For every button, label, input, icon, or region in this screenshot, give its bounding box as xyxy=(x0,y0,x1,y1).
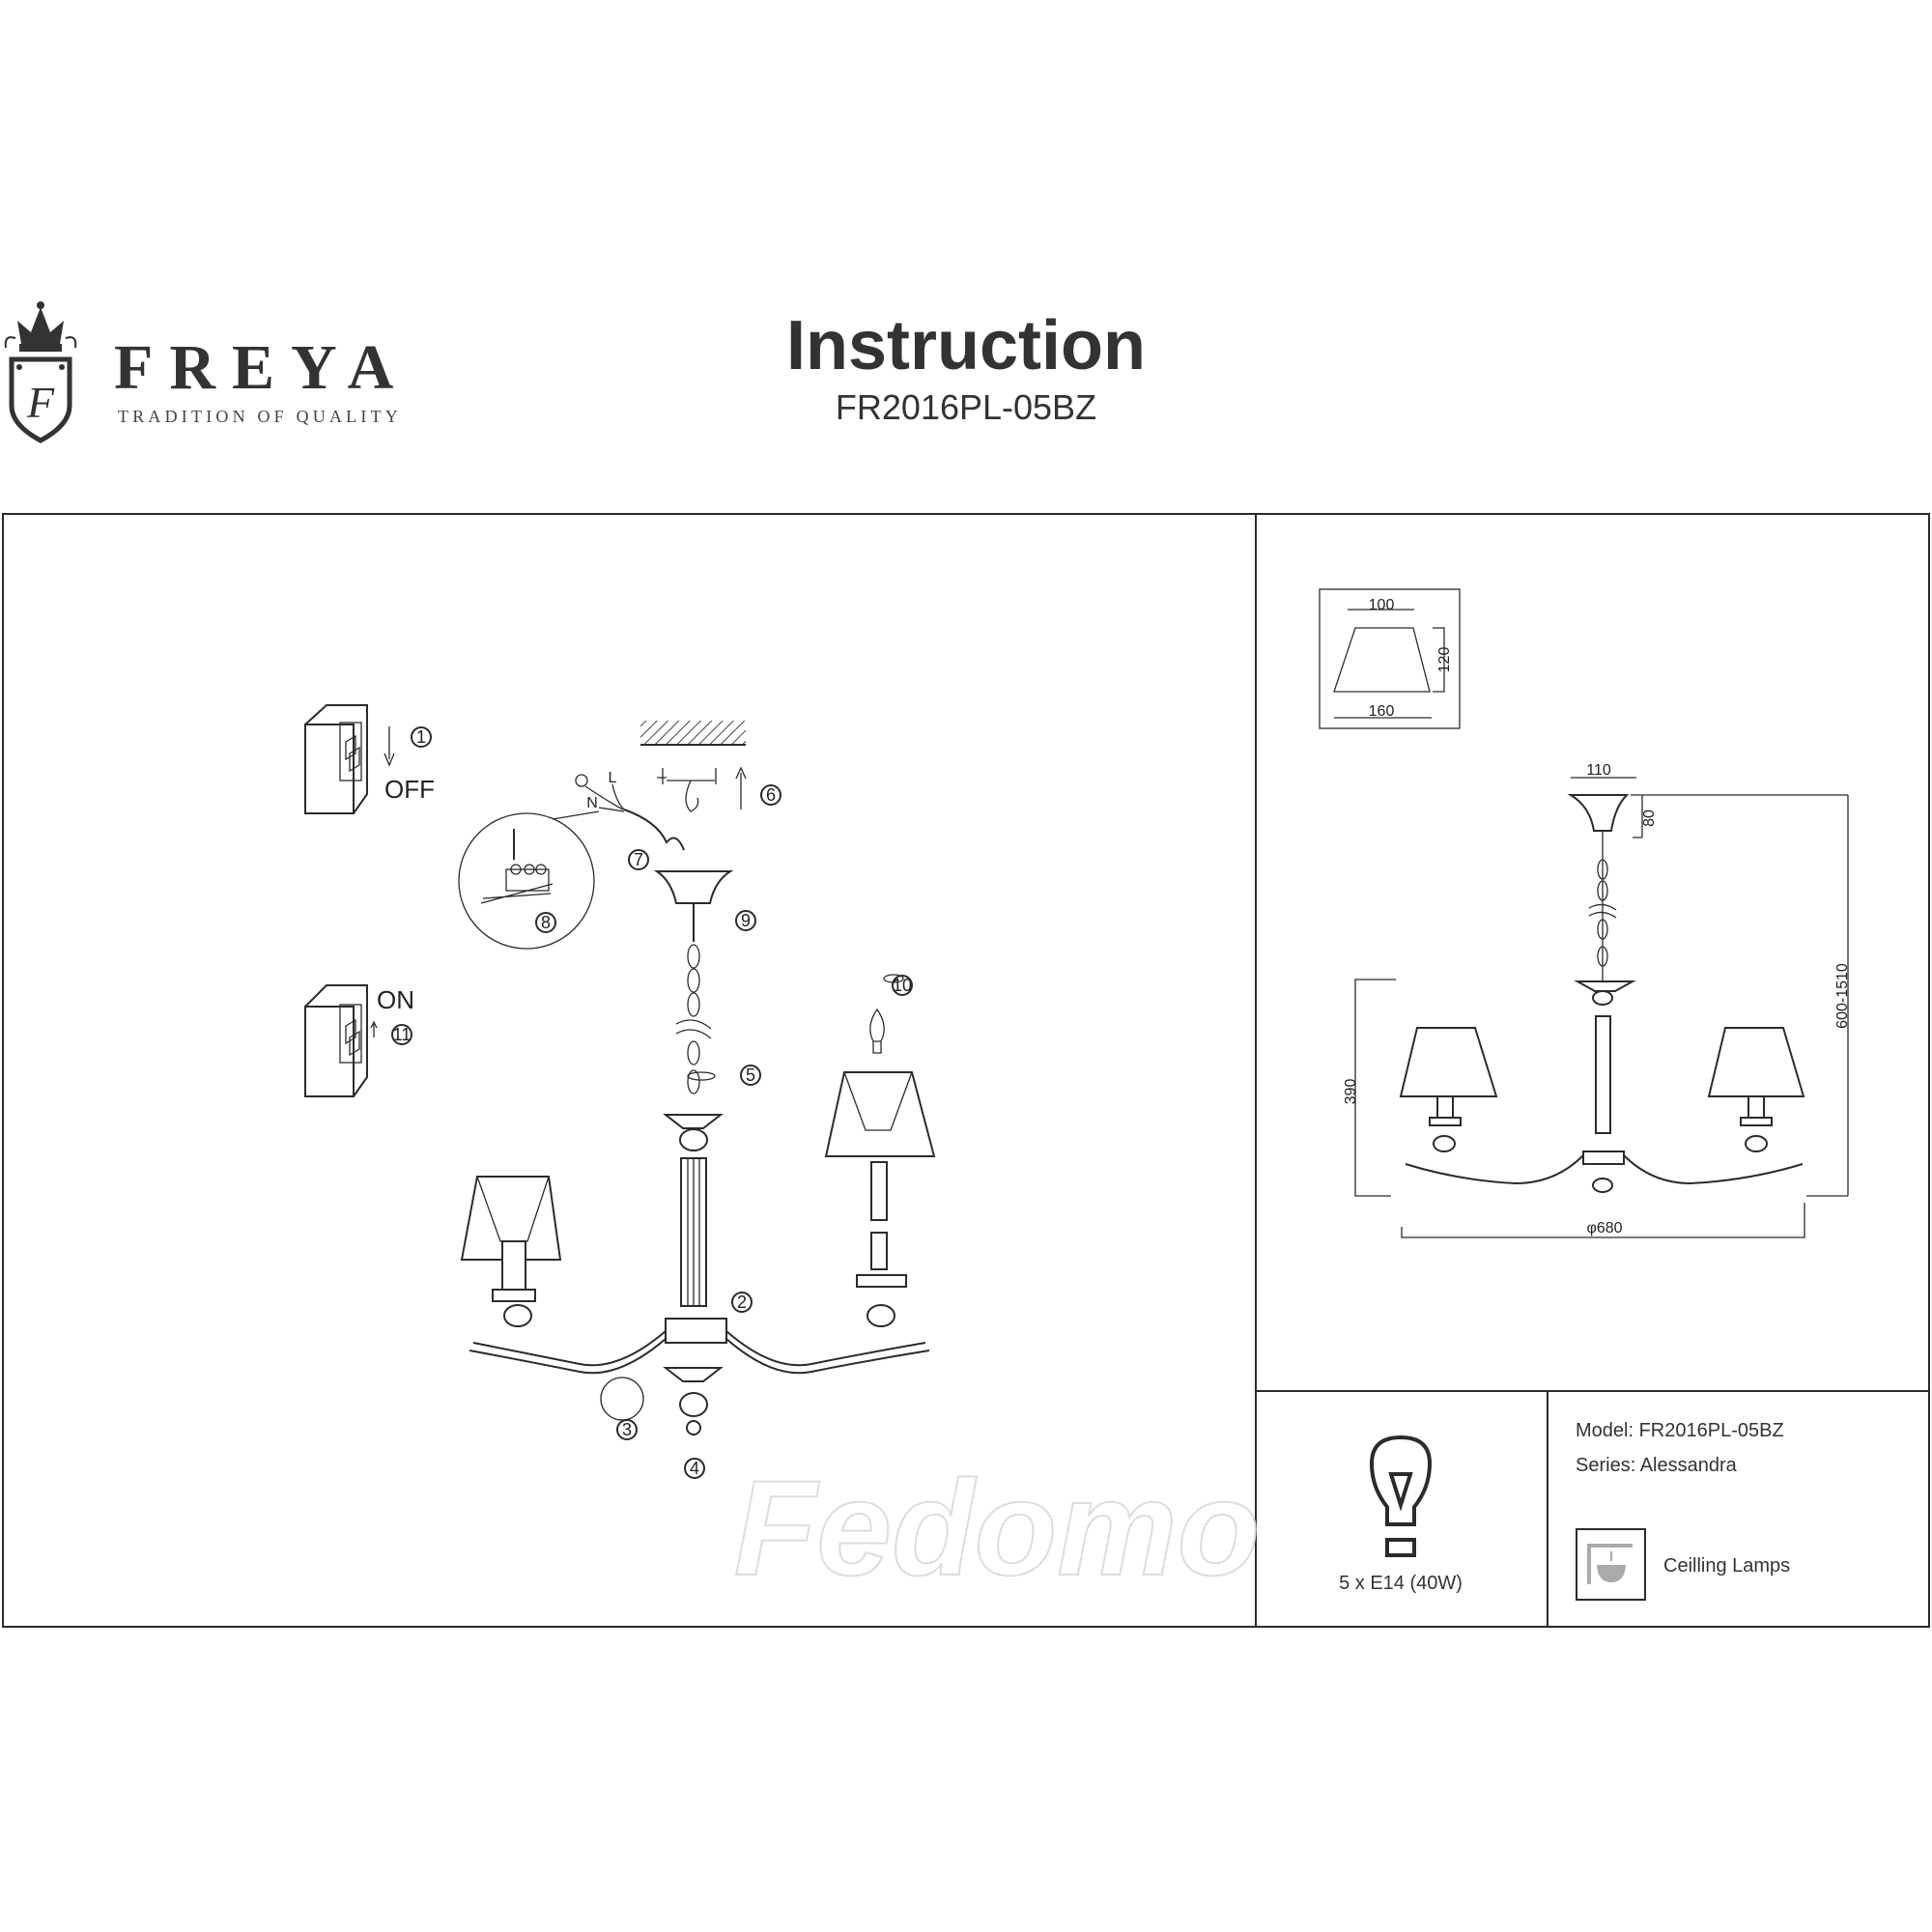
dim-body-height: 390 xyxy=(1343,1079,1359,1105)
step-markers: 1 2 3 4 5 6 7 8 9 10 11 xyxy=(391,726,913,1479)
ceiling-lamp-icon xyxy=(1576,1528,1646,1601)
logo-letter: F xyxy=(26,378,55,427)
switch-off-icon xyxy=(304,704,395,814)
dim-total-height: 600-1510 xyxy=(1834,963,1851,1029)
step-9: 9 xyxy=(741,911,751,930)
brand-tagline: TRADITION OF QUALITY xyxy=(118,407,402,426)
step-2: 2 xyxy=(737,1293,747,1312)
shade-dimension-drawing xyxy=(1319,588,1461,729)
step-10: 10 xyxy=(893,976,912,995)
step-4: 4 xyxy=(690,1459,699,1478)
step-11: 11 xyxy=(393,1025,412,1044)
dim-diameter: φ680 xyxy=(1586,1220,1622,1236)
brand-name: FREYA xyxy=(114,332,411,403)
fixture-dimension-drawing xyxy=(1354,777,1849,1238)
step-6: 6 xyxy=(766,785,776,805)
step-1: 1 xyxy=(416,727,426,747)
wire-neutral-label: N xyxy=(586,795,598,811)
ceiling-mount-icon xyxy=(640,721,747,812)
series-label: Series: Alessandra xyxy=(1576,1455,1738,1476)
category-label: Ceilling Lamps xyxy=(1663,1555,1790,1577)
page-title: Instruction xyxy=(786,307,1146,384)
dim-shade-top: 100 xyxy=(1369,597,1395,613)
model-label: Model: FR2016PL-05BZ xyxy=(1576,1420,1784,1441)
dim-shade-height: 120 xyxy=(1436,647,1453,673)
step-8: 8 xyxy=(541,913,551,932)
brand-logo-icon: F xyxy=(4,301,77,443)
model-code: FR2016PL-05BZ xyxy=(835,387,1097,427)
wires-icon xyxy=(575,774,685,851)
switch-on-icon xyxy=(304,984,378,1097)
main-frame xyxy=(2,513,1930,1628)
dim-shade-bottom: 160 xyxy=(1369,703,1395,720)
chandelier-assembly xyxy=(460,870,936,1435)
step-5: 5 xyxy=(746,1065,755,1085)
on-label: ON xyxy=(377,985,414,1014)
bulb-spec: 5 x E14 (40W) xyxy=(1339,1573,1463,1594)
watermark: Fedomo xyxy=(734,1452,1260,1604)
bulb-icon xyxy=(1369,1435,1433,1557)
step-7: 7 xyxy=(634,850,643,869)
wire-live-label: L xyxy=(609,770,617,786)
off-label: OFF xyxy=(384,775,435,804)
dim-canopy-height: 80 xyxy=(1641,810,1658,827)
step-3: 3 xyxy=(622,1420,632,1439)
terminal-block-detail xyxy=(458,810,600,950)
dim-canopy-width: 110 xyxy=(1586,762,1611,779)
